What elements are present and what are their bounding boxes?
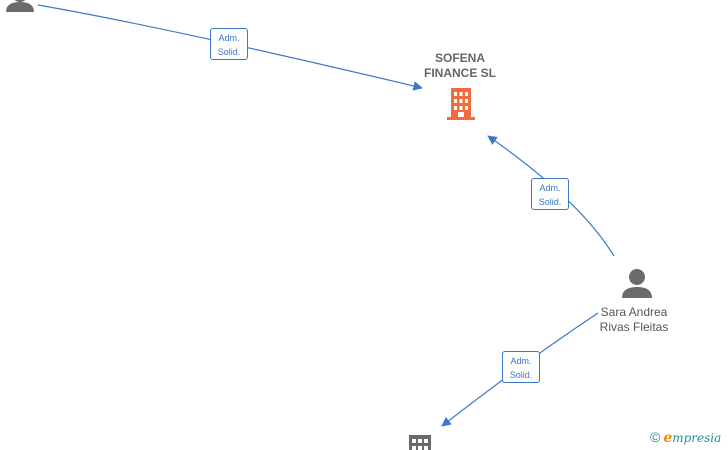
person-name[interactable]: Sara Andrea Rivas Fleitas bbox=[574, 305, 694, 335]
person-name-line2: Rivas Fleitas bbox=[599, 320, 669, 334]
brand-logo: ©empresia bbox=[650, 429, 721, 447]
person-name-line1: Sara Andrea bbox=[600, 305, 668, 319]
company-name-line1: SOFENA bbox=[434, 51, 485, 65]
edge-label-line1: Adm. bbox=[539, 183, 561, 193]
edge-label-line1: Adm. bbox=[218, 33, 240, 43]
edge-label-badge[interactable]: Adm. Solid. bbox=[502, 351, 540, 383]
brand-logo-text: mpresia bbox=[672, 431, 722, 445]
edge-label-line2: Solid. bbox=[217, 47, 241, 57]
edge-label-badge[interactable]: Adm. Solid. bbox=[531, 178, 569, 210]
company-name[interactable]: SOFENA FINANCE SL bbox=[400, 51, 520, 81]
person-icon[interactable] bbox=[6, 0, 34, 12]
copyright-symbol: © bbox=[650, 429, 661, 445]
building-icon[interactable] bbox=[409, 435, 431, 450]
brand-logo-initial: e bbox=[663, 430, 673, 446]
edge-label-badge[interactable]: Adm. Solid. bbox=[210, 28, 248, 60]
edge-label-line2: Solid. bbox=[538, 197, 562, 207]
edge-label-line2: Solid. bbox=[509, 370, 533, 380]
edge-label-line1: Adm. bbox=[510, 356, 532, 366]
edge-topleft-to-company bbox=[37, 4, 423, 91]
person-icon[interactable] bbox=[622, 269, 652, 298]
company-name-line2: FINANCE SL bbox=[424, 66, 496, 80]
building-icon[interactable] bbox=[447, 88, 475, 120]
